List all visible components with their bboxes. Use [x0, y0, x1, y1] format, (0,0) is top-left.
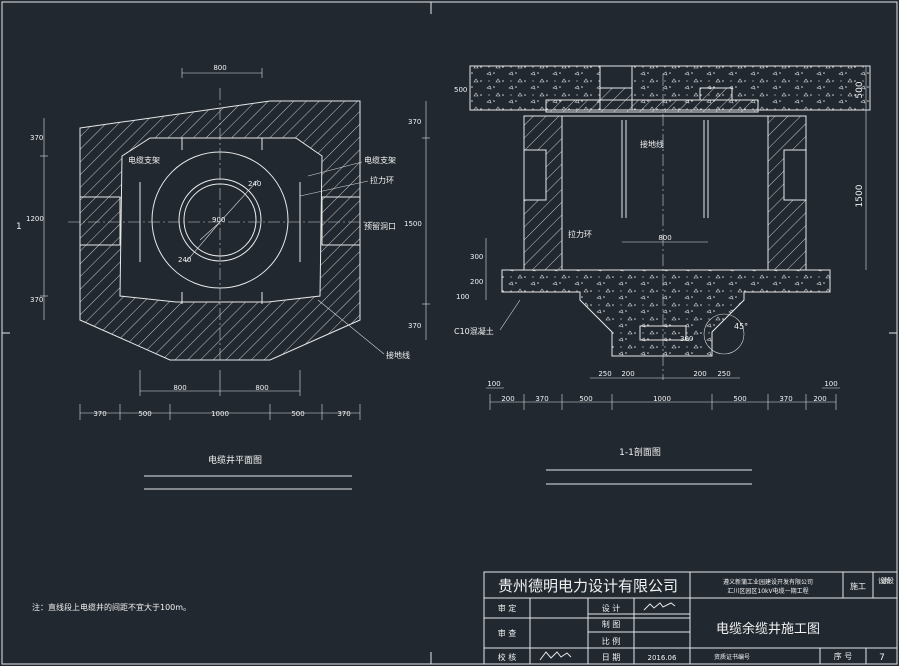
- plan-dim-bottom-2c: 1000: [211, 410, 229, 418]
- title-block-drawing-title: 电缆余缆井施工图: [716, 621, 820, 637]
- title-block-cert: 资质证书编号: [714, 653, 750, 661]
- section-label-pull-ring: 拉力环: [568, 229, 592, 239]
- signature-proof: [539, 651, 572, 661]
- plan-dim-left-bot: 370: [30, 296, 43, 304]
- plan-section-marker: 1: [16, 222, 22, 232]
- title-block-serial: 序 号: [834, 651, 853, 661]
- section-label-c10: C10混凝土: [454, 326, 494, 336]
- drawing-note: 注：直线段上电缆井的间距不宜大于100m。: [32, 602, 191, 612]
- plan-dim-r2: 240: [178, 256, 191, 264]
- signature-design: [643, 602, 676, 611]
- section-dim-inner-800: 800: [658, 234, 671, 242]
- plan-opening-right: [321, 196, 361, 246]
- plan-label-reserved-hole: 预留洞口: [364, 221, 396, 231]
- section-dim-b-right: 100: [824, 380, 837, 388]
- section-dim-a4: 250: [717, 370, 730, 378]
- title-block-company: 贵州德明电力设计有限公司: [498, 577, 678, 595]
- section-dim-c2: 370: [535, 395, 548, 403]
- plan-dim-bottom-1b: 800: [255, 384, 268, 392]
- section-dim-c3: 500: [579, 395, 592, 403]
- section-view: 接地线 拉力环 C10混凝土 45° 800 300 500 300 200 1…: [454, 65, 871, 485]
- section-dim-right-mid: 1500: [855, 184, 865, 207]
- title-block-proof: 校 核: [498, 652, 517, 662]
- section-dim-c6: 370: [779, 395, 792, 403]
- section-dim-a2: 200: [621, 370, 634, 378]
- section-dim-a1: 250: [598, 370, 611, 378]
- section-dim-b-left: 100: [487, 380, 500, 388]
- plan-view: 240 900 240 电缆支架 电缆支架 拉力环 预留洞口 接地线 1 800…: [16, 64, 430, 490]
- section-dim-c7: 200: [813, 395, 826, 403]
- title-block-serial-value: 7: [879, 653, 885, 663]
- section-dim-left-300: 300: [470, 253, 483, 261]
- plan-dim-left-top: 370: [30, 134, 43, 142]
- title-block-draw: 制 图: [602, 619, 621, 629]
- section-dim-c4: 1000: [653, 395, 671, 403]
- section-dim-right-top: 500: [855, 81, 865, 98]
- section-dim-left-top: 500: [454, 86, 467, 94]
- title-block-date: 日 期: [602, 653, 621, 662]
- section-dim-left-200: 200: [470, 278, 483, 286]
- plan-title: 电缆井平面图: [208, 454, 262, 466]
- title-block-project-line2: 汇川区园区10kV电缆一期工程: [727, 587, 808, 595]
- title-block-scale: 比 例: [602, 636, 621, 646]
- title-block-check: 审 查: [498, 628, 517, 638]
- plan-dim-top: 800: [213, 64, 226, 72]
- title-block: 贵州德明电力设计有限公司 遵义新蒲工业园建设开发有限公司 汇川区园区10kV电缆…: [483, 571, 898, 665]
- title-block-date-value: 2016.06: [648, 654, 677, 662]
- title-block-design: 设 计: [602, 603, 621, 613]
- plan-label-ground-wire: 接地线: [386, 350, 410, 360]
- title-block-project-line1: 遵义新蒲工业园建设开发有限公司: [723, 578, 813, 586]
- plan-dim-r1: 240: [248, 180, 261, 188]
- title-block-review: 审 定: [498, 603, 517, 613]
- plan-label-bracket-right: 电缆支架: [364, 155, 396, 165]
- plan-label-pull-ring: 拉力环: [370, 175, 394, 185]
- section-base-slab: [501, 269, 831, 357]
- section-dim-left-100: 100: [456, 293, 469, 301]
- plan-dim-d: 900: [212, 216, 225, 224]
- plan-dim-right-bot: 370: [408, 322, 421, 330]
- title-block-stage-header: 设计阶段: [878, 576, 894, 585]
- section-title: 1-1剖面图: [619, 446, 661, 458]
- section-dim-c5: 500: [733, 395, 746, 403]
- plan-dim-bottom-1a: 800: [173, 384, 186, 392]
- section-dim-c1: 200: [501, 395, 514, 403]
- plan-dim-bottom-2d: 500: [291, 410, 304, 418]
- section-dim-a3: 200: [693, 370, 706, 378]
- plan-label-bracket-left: 电缆支架: [128, 155, 160, 165]
- plan-opening-left: [79, 196, 121, 246]
- plan-dim-bottom-2a: 370: [93, 410, 106, 418]
- title-block-stage: 施工: [850, 581, 866, 591]
- section-label-angle: 45°: [734, 322, 748, 331]
- section-label-ground-wire: 接地线: [640, 139, 664, 149]
- plan-dim-bottom-2b: 500: [138, 410, 151, 418]
- plan-dim-right-top: 370: [408, 118, 421, 126]
- plan-dim-left-mid: 1200: [26, 215, 44, 223]
- plan-dim-right-mid: 1500: [404, 220, 422, 228]
- plan-dim-bottom-2e: 370: [337, 410, 350, 418]
- section-dim-pit-300: 300: [680, 335, 693, 343]
